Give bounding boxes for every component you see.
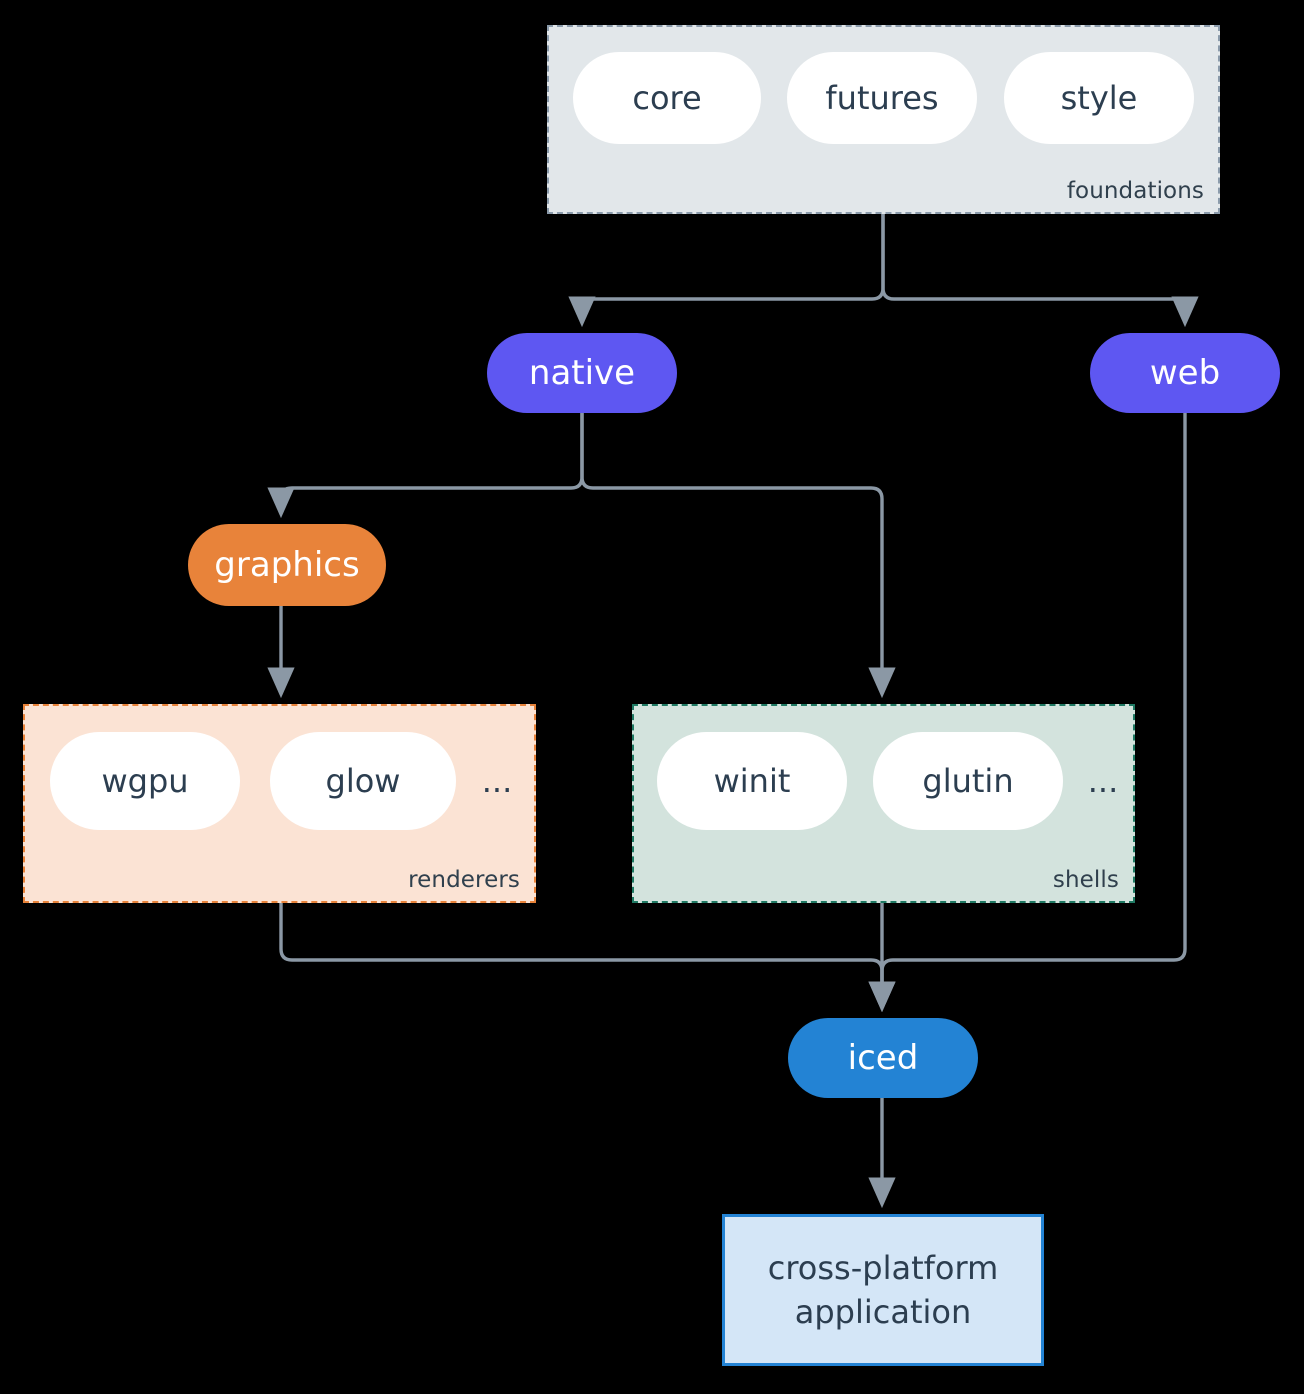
cluster-renderers-label: renderers [408, 867, 520, 893]
application-label-line2: application [794, 1293, 972, 1331]
node-native[interactable]: native [487, 333, 677, 413]
node-glow[interactable]: glow [270, 732, 456, 830]
node-wgpu[interactable]: wgpu [50, 732, 240, 830]
node-cross-platform-application[interactable]: cross-platform application [722, 1214, 1044, 1366]
node-futures[interactable]: futures [787, 52, 977, 144]
edge-renderers-iced [279, 903, 896, 1013]
shells-more-ellipsis: ... [1087, 762, 1119, 800]
cluster-shells-label: shells [1052, 867, 1119, 893]
cluster-foundations-label: foundations [1066, 178, 1204, 204]
edge-native-shells [580, 413, 896, 699]
node-core[interactable]: core [573, 52, 761, 144]
node-iced[interactable]: iced [788, 1018, 978, 1098]
renderers-more-ellipsis: ... [481, 762, 513, 800]
node-glutin[interactable]: glutin [873, 732, 1063, 830]
application-label-line1: cross-platform [767, 1248, 999, 1287]
node-style[interactable]: style [1004, 52, 1194, 144]
node-graphics[interactable]: graphics [188, 524, 386, 606]
edge-native-graphics [267, 413, 584, 519]
node-web[interactable]: web [1090, 333, 1280, 413]
node-winit[interactable]: winit [657, 732, 847, 830]
edge-foundations-native [568, 214, 885, 328]
edge-foundations-web [881, 214, 1199, 328]
